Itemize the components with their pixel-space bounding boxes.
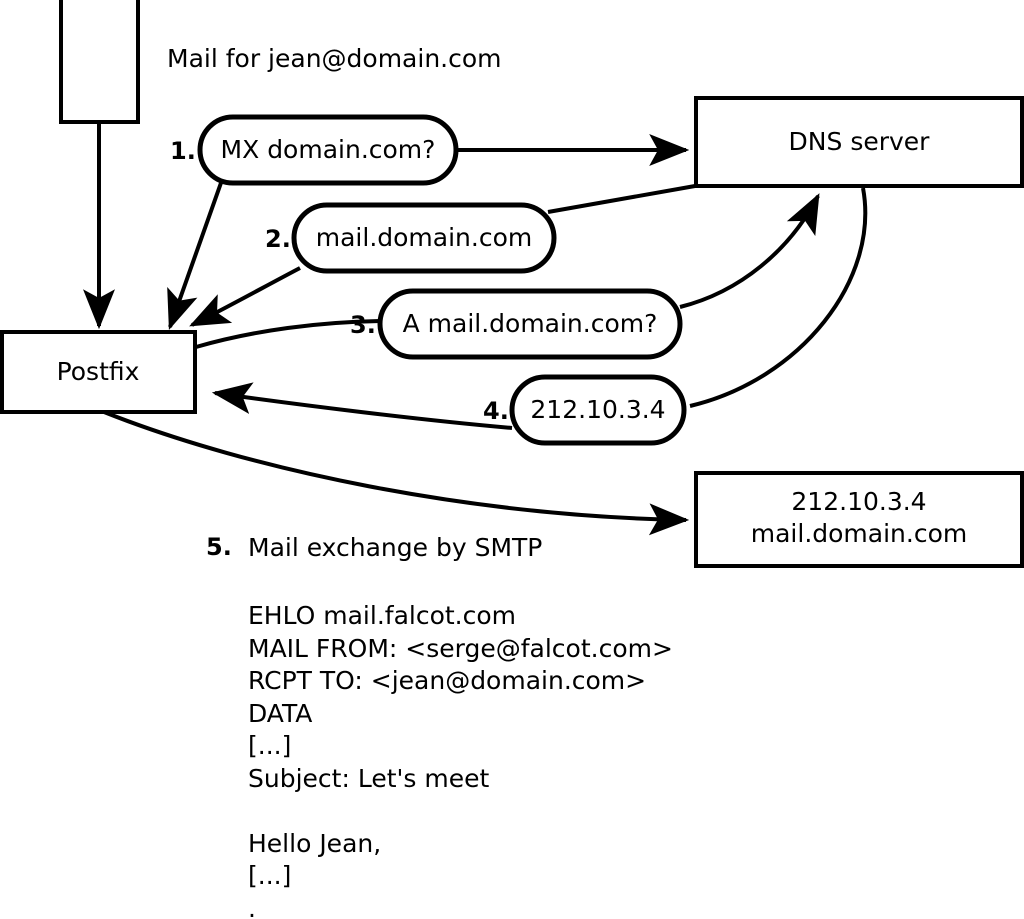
node-dns-server-box — [694, 96, 1024, 188]
step-2-pill — [291, 202, 557, 274]
edge-dns-to-mail-domain-answer — [547, 184, 696, 214]
step-2-label: mail.domain.com — [316, 223, 532, 252]
node-dns-server-label: DNS server — [789, 127, 931, 156]
smtp-transcript: EHLO mail.falcot.com MAIL FROM: <serge@f… — [248, 601, 673, 919]
edge-ip-answer-to-postfix — [211, 382, 513, 430]
node-client-box — [59, 0, 140, 124]
edge-postfix-to-dns-mx-query-in — [167, 179, 224, 331]
step-2-number: 2. — [265, 225, 291, 253]
step-4-label: 212.10.3.4 — [530, 395, 665, 424]
node-postfix-box — [0, 330, 197, 414]
edge-mail-domain-answer-to-postfix — [189, 266, 301, 327]
edge-postfix-to-a-query — [195, 319, 381, 349]
edge-postfix-to-mail-server-smtp — [103, 410, 690, 536]
step-3-pill — [377, 288, 683, 360]
step-5-number: 5. — [206, 533, 232, 561]
step-3-label: A mail.domain.com? — [403, 309, 658, 338]
edge-dns-to-ip-answer — [689, 187, 868, 408]
step-1-label: MX domain.com? — [221, 135, 436, 164]
step-4-number: 4. — [483, 397, 509, 425]
edge-a-query-to-dns — [679, 193, 820, 309]
step-5-label: Mail exchange by SMTP — [248, 533, 543, 562]
node-mail-server-ip: 212.10.3.4 — [791, 487, 926, 516]
mail-for-note: Mail for jean@domain.com — [167, 44, 502, 73]
step-4-pill — [509, 374, 687, 446]
step-1-number: 1. — [170, 137, 196, 165]
node-postfix-label: Postfix — [57, 357, 140, 386]
step-3-number: 3. — [350, 311, 376, 339]
step-1-pill — [197, 114, 459, 186]
node-mail-server-hostname: mail.domain.com — [751, 519, 967, 548]
node-mail-server-box — [694, 471, 1024, 568]
